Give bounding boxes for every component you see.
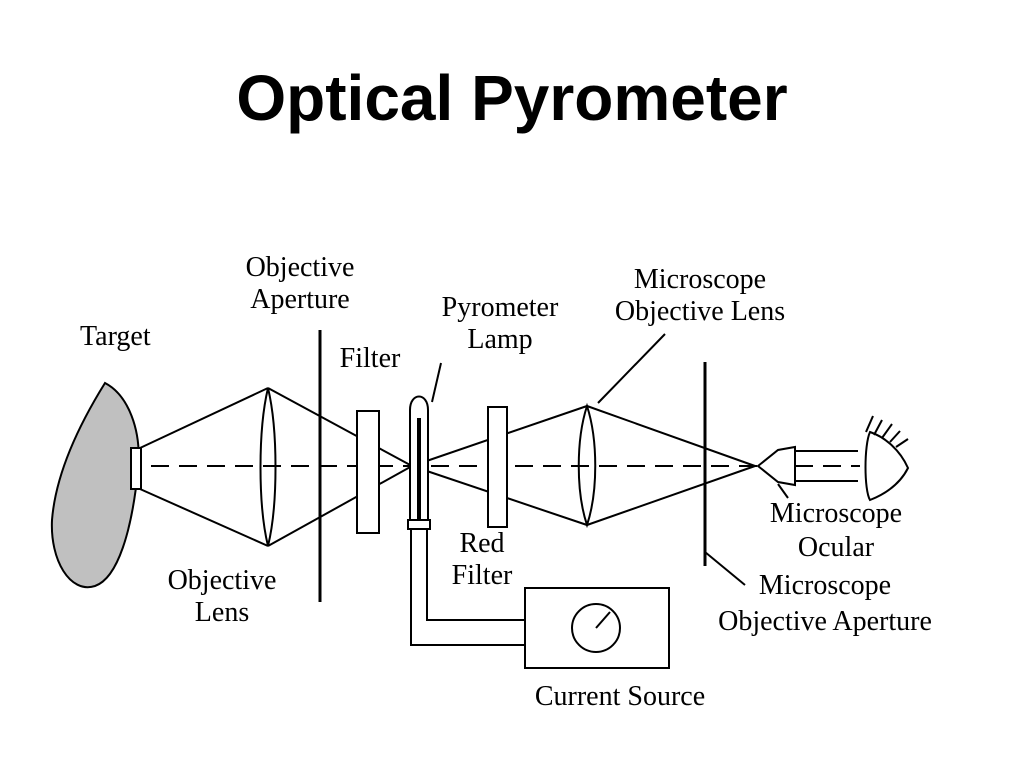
target-face bbox=[130, 447, 142, 490]
ray bbox=[267, 387, 413, 467]
label-objective-aperture-1: Objective bbox=[246, 252, 355, 283]
red-filter-element bbox=[487, 406, 508, 528]
leader-line bbox=[431, 362, 442, 403]
ray bbox=[139, 488, 269, 547]
leader-line bbox=[704, 551, 746, 586]
label-red-filter-1: Red bbox=[459, 528, 504, 559]
label-microscope-objective-lens-1: Microscope bbox=[634, 264, 766, 295]
label-filter: Filter bbox=[340, 343, 401, 374]
label-objective-lens-2: Lens bbox=[195, 597, 249, 628]
label-pyrometer-lamp-1: Pyrometer bbox=[442, 292, 559, 323]
lamp-base bbox=[407, 519, 431, 530]
label-current-source: Current Source bbox=[535, 681, 705, 712]
label-microscope-objective-aperture-1: Microscope bbox=[759, 570, 891, 601]
lamp-wire-outer bbox=[410, 529, 525, 646]
label-microscope-objective-lens-2: Objective Lens bbox=[615, 296, 785, 327]
filter-element bbox=[356, 410, 380, 534]
ray bbox=[586, 465, 756, 526]
target-shape bbox=[50, 381, 140, 589]
leader-line bbox=[597, 333, 666, 404]
microscope-ocular bbox=[756, 445, 796, 487]
ray bbox=[586, 405, 756, 467]
label-microscope-objective-aperture-2: Objective Aperture bbox=[718, 606, 932, 637]
ammeter-dial-icon bbox=[571, 603, 621, 653]
label-objective-aperture-2: Aperture bbox=[250, 284, 350, 315]
page-title: Optical Pyrometer bbox=[236, 62, 788, 134]
label-microscope-ocular-1: Microscope bbox=[770, 498, 902, 529]
eye-icon bbox=[864, 415, 910, 502]
label-pyrometer-lamp-2: Lamp bbox=[467, 324, 532, 355]
leader-line bbox=[777, 483, 789, 499]
label-objective-lens-1: Objective bbox=[168, 565, 277, 596]
label-red-filter-2: Filter bbox=[452, 560, 513, 591]
label-microscope-ocular-2: Ocular bbox=[798, 532, 875, 563]
ray bbox=[267, 465, 413, 547]
lamp-wire-inner bbox=[426, 529, 525, 621]
ray bbox=[139, 387, 269, 449]
label-target: Target bbox=[80, 321, 151, 352]
